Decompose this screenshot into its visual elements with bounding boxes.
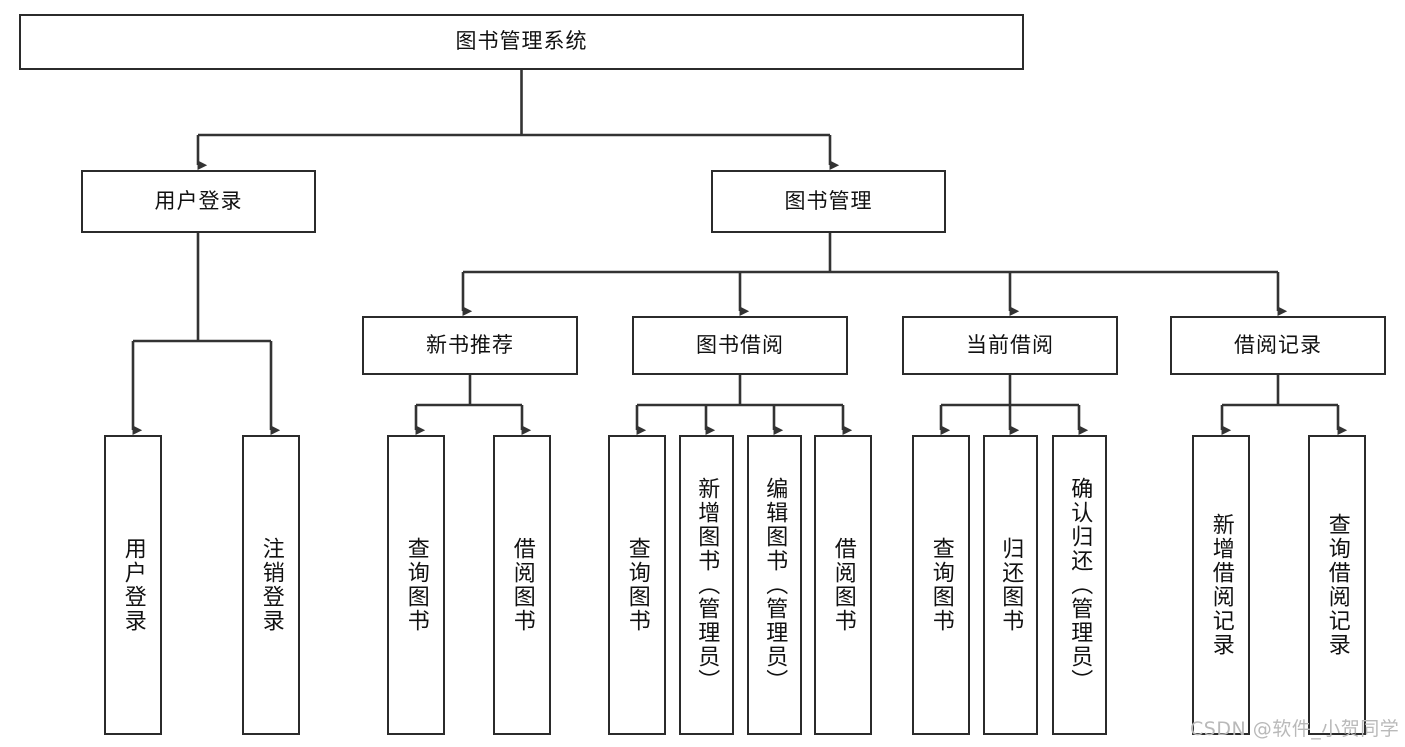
node-root[interactable]: 图书管理系统 xyxy=(19,14,1024,70)
node-leaf-return-book[interactable]: 归还图书 xyxy=(983,435,1038,735)
node-leaf-borrow-book-1[interactable]: 借阅图书 xyxy=(493,435,551,735)
node-new-book-recommend-label: 新书推荐 xyxy=(426,332,514,357)
node-book-borrow-label: 图书借阅 xyxy=(696,332,784,357)
node-leaf-borrow-book-2-label: 借阅图书 xyxy=(830,537,856,633)
node-borrow-record[interactable]: 借阅记录 xyxy=(1170,316,1386,375)
node-book-borrow[interactable]: 图书借阅 xyxy=(632,316,848,375)
node-leaf-query-book-1[interactable]: 查询图书 xyxy=(387,435,445,735)
node-leaf-add-book[interactable]: 新增图书（管理员） xyxy=(679,435,734,735)
node-leaf-add-book-label: 新增图书（管理员） xyxy=(694,477,720,693)
node-leaf-query-book-2[interactable]: 查询图书 xyxy=(608,435,666,735)
node-leaf-query-book-3[interactable]: 查询图书 xyxy=(912,435,970,735)
node-leaf-user-logout[interactable]: 注销登录 xyxy=(242,435,300,735)
node-book-management[interactable]: 图书管理 xyxy=(711,170,946,233)
node-borrow-record-label: 借阅记录 xyxy=(1234,332,1322,357)
node-leaf-borrow-book-2[interactable]: 借阅图书 xyxy=(814,435,872,735)
node-current-borrow[interactable]: 当前借阅 xyxy=(902,316,1118,375)
node-current-borrow-label: 当前借阅 xyxy=(966,332,1054,357)
node-book-management-label: 图书管理 xyxy=(784,188,873,213)
node-leaf-query-record-label: 查询借阅记录 xyxy=(1324,513,1350,657)
node-leaf-query-record[interactable]: 查询借阅记录 xyxy=(1308,435,1366,735)
csdn-watermark: CSDN @软件_小贺同学 xyxy=(1190,718,1400,740)
node-leaf-user-logout-label: 注销登录 xyxy=(258,537,284,633)
node-leaf-add-record-label: 新增借阅记录 xyxy=(1208,513,1234,657)
node-leaf-return-book-label: 归还图书 xyxy=(998,537,1024,633)
node-leaf-borrow-book-1-label: 借阅图书 xyxy=(509,537,535,633)
node-leaf-query-book-3-label: 查询图书 xyxy=(928,537,954,633)
node-leaf-user-login[interactable]: 用户登录 xyxy=(104,435,162,735)
node-leaf-user-login-label: 用户登录 xyxy=(120,537,146,633)
node-leaf-add-record[interactable]: 新增借阅记录 xyxy=(1192,435,1250,735)
node-leaf-query-book-1-label: 查询图书 xyxy=(403,537,429,633)
node-root-label: 图书管理系统 xyxy=(455,29,588,54)
node-user-login-label: 用户登录 xyxy=(154,188,243,213)
node-user-login[interactable]: 用户登录 xyxy=(81,170,316,233)
node-leaf-confirm-return[interactable]: 确认归还（管理员） xyxy=(1052,435,1107,735)
node-leaf-query-book-2-label: 查询图书 xyxy=(624,537,650,633)
node-new-book-recommend[interactable]: 新书推荐 xyxy=(362,316,578,375)
node-leaf-edit-book[interactable]: 编辑图书（管理员） xyxy=(747,435,802,735)
node-leaf-confirm-return-label: 确认归还（管理员） xyxy=(1067,477,1093,693)
node-leaf-edit-book-label: 编辑图书（管理员） xyxy=(762,477,788,693)
